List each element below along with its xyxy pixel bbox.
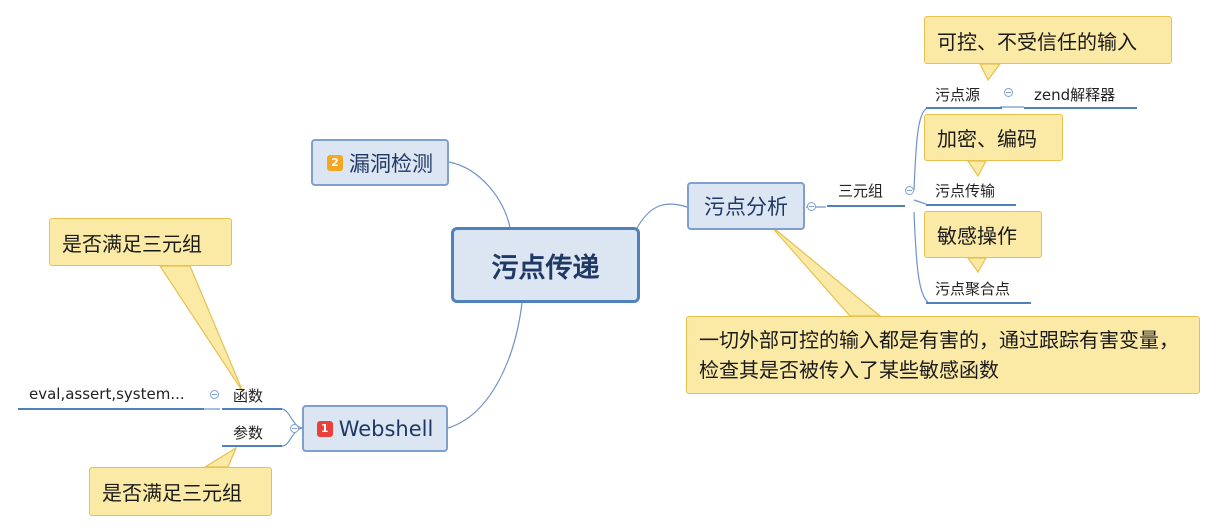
central-topic[interactable]: 污点传递 bbox=[451, 227, 640, 303]
pointer-summary bbox=[769, 224, 882, 317]
topic-vuln-detection[interactable]: 2 漏洞检测 bbox=[311, 139, 449, 186]
underline-function-list bbox=[18, 408, 204, 410]
callout-transfer[interactable]: 加密、编码 bbox=[924, 114, 1063, 161]
topic-webshell-label: Webshell bbox=[338, 416, 434, 441]
link-triple-source bbox=[913, 107, 929, 191]
collapse-webshell-icon[interactable] bbox=[290, 424, 299, 433]
pointer-source bbox=[979, 63, 1002, 82]
underline-source bbox=[926, 107, 1002, 109]
collapse-triple-icon[interactable] bbox=[905, 186, 914, 195]
pointer-function bbox=[158, 265, 244, 393]
callout-sink[interactable]: 敏感操作 bbox=[924, 211, 1042, 258]
callout-function[interactable]: 是否满足三元组 bbox=[49, 218, 232, 266]
subtopic-function-list[interactable]: eval,assert,system... bbox=[29, 385, 185, 403]
callout-parameter[interactable]: 是否满足三元组 bbox=[89, 467, 272, 516]
priority-2-icon: 2 bbox=[327, 154, 343, 171]
pointer-sink bbox=[966, 257, 988, 274]
callout-source[interactable]: 可控、不受信任的输入 bbox=[924, 16, 1172, 64]
link-webshell-function bbox=[281, 408, 303, 429]
subtopic-triple[interactable]: 三元组 bbox=[838, 182, 884, 200]
link-webshell-param bbox=[281, 427, 303, 447]
underline-sink bbox=[926, 302, 1031, 304]
underline-zend bbox=[1024, 107, 1137, 109]
link-triple-sink bbox=[913, 211, 929, 303]
subtopic-function[interactable]: 函数 bbox=[233, 387, 264, 405]
priority-1-icon: 1 bbox=[316, 420, 333, 437]
underline-function bbox=[222, 408, 282, 410]
subtopic-taint-source[interactable]: 污点源 bbox=[935, 86, 981, 104]
callout-summary[interactable]: 一切外部可控的输入都是有害的，通过跟踪有害变量，检查其是否被传入了某些敏感函数 bbox=[686, 316, 1200, 394]
subtopic-taint-transfer[interactable]: 污点传输 bbox=[935, 182, 996, 200]
underline-transfer bbox=[926, 204, 1016, 206]
underline-triple bbox=[827, 205, 905, 207]
collapse-function-icon[interactable] bbox=[210, 390, 219, 399]
link-center-taint bbox=[636, 203, 688, 229]
link-center-webshell bbox=[447, 302, 523, 429]
underline-parameter bbox=[222, 445, 282, 447]
subtopic-taint-sink[interactable]: 污点聚合点 bbox=[935, 280, 1011, 298]
pointer-param bbox=[202, 446, 238, 468]
subtopic-zend[interactable]: zend解释器 bbox=[1034, 86, 1116, 104]
link-triple-transfer bbox=[913, 199, 927, 205]
topic-taint-analysis[interactable]: 污点分析 bbox=[687, 182, 805, 230]
subtopic-parameter[interactable]: 参数 bbox=[233, 424, 264, 442]
link-center-vuln bbox=[448, 161, 511, 229]
topic-taint-analysis-label: 污点分析 bbox=[704, 195, 788, 219]
collapse-taint-icon[interactable] bbox=[807, 202, 816, 211]
topic-webshell[interactable]: 1 Webshell bbox=[302, 405, 448, 452]
pointer-transfer bbox=[966, 160, 987, 178]
collapse-source-icon[interactable] bbox=[1004, 88, 1013, 97]
topic-vuln-detection-label: 漏洞检测 bbox=[349, 151, 433, 176]
